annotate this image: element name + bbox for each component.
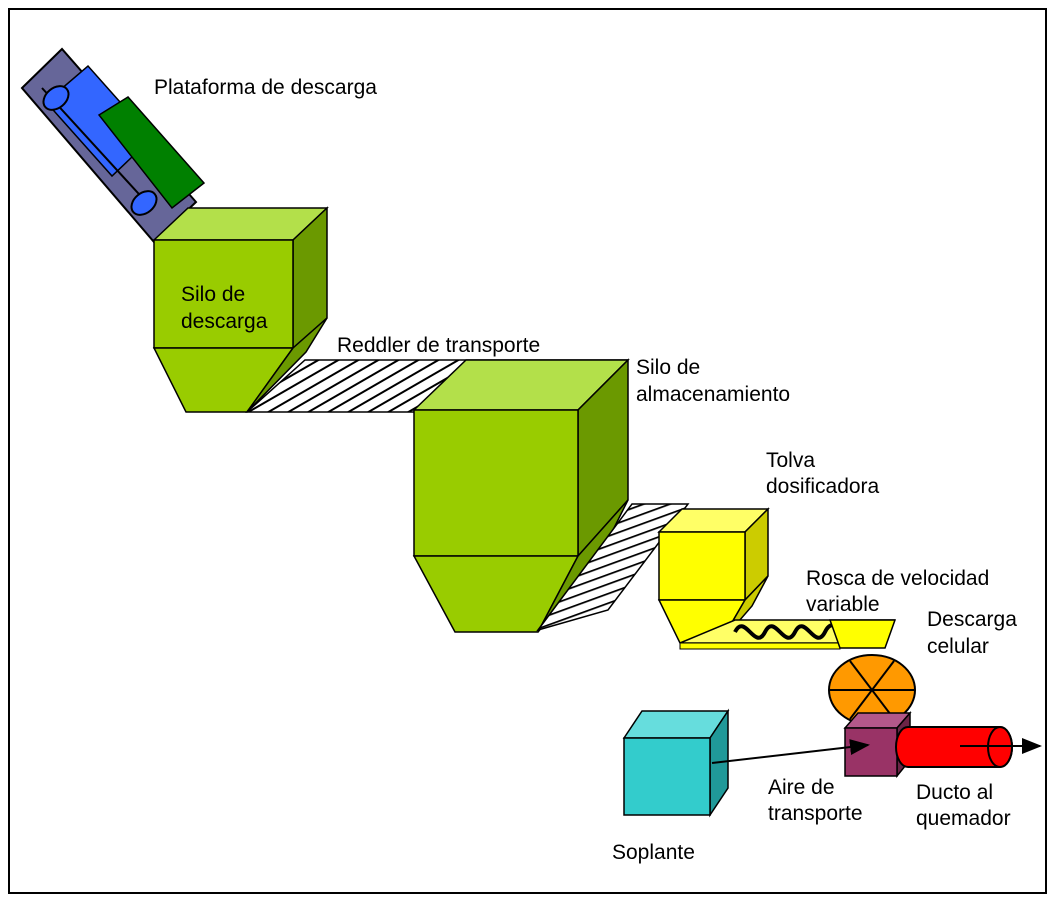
silo-almacenamiento <box>412 358 630 633</box>
label-descarga-celular-1: Descarga <box>927 608 1017 631</box>
label-tolva-1: Tolva <box>766 449 816 472</box>
label-silo-descarga-1: Silo de <box>181 283 246 306</box>
label-descarga-celular-2: celular <box>927 635 989 658</box>
label-reddler: Reddler de transporte <box>337 334 541 357</box>
truck-icon <box>20 47 206 244</box>
label-silo-alm-1: Silo de <box>636 356 701 379</box>
label-soplante: Soplante <box>612 841 695 864</box>
label-ducto-2: quemador <box>916 807 1011 830</box>
silo-descarga <box>152 206 329 413</box>
label-ducto-1: Ducto al <box>916 781 994 804</box>
label-rosca-1: Rosca de velocidad <box>806 567 990 590</box>
descarga-celular-hopper <box>828 619 897 649</box>
label-aire-1: Aire de <box>768 776 835 799</box>
inclined-conveyor <box>536 503 690 632</box>
air-arrow <box>711 739 870 764</box>
label-plataforma: Plataforma de descarga <box>154 76 377 99</box>
label-silo-alm-2: almacenamiento <box>636 383 791 406</box>
label-aire-2: transporte <box>768 802 863 825</box>
rotary-valve-icon <box>828 654 916 726</box>
diagram-frame <box>8 8 1047 894</box>
label-silo-descarga-2: descarga <box>181 310 268 333</box>
label-rosca-2: variable <box>806 593 880 616</box>
label-tolva-2: dosificadora <box>766 475 880 498</box>
